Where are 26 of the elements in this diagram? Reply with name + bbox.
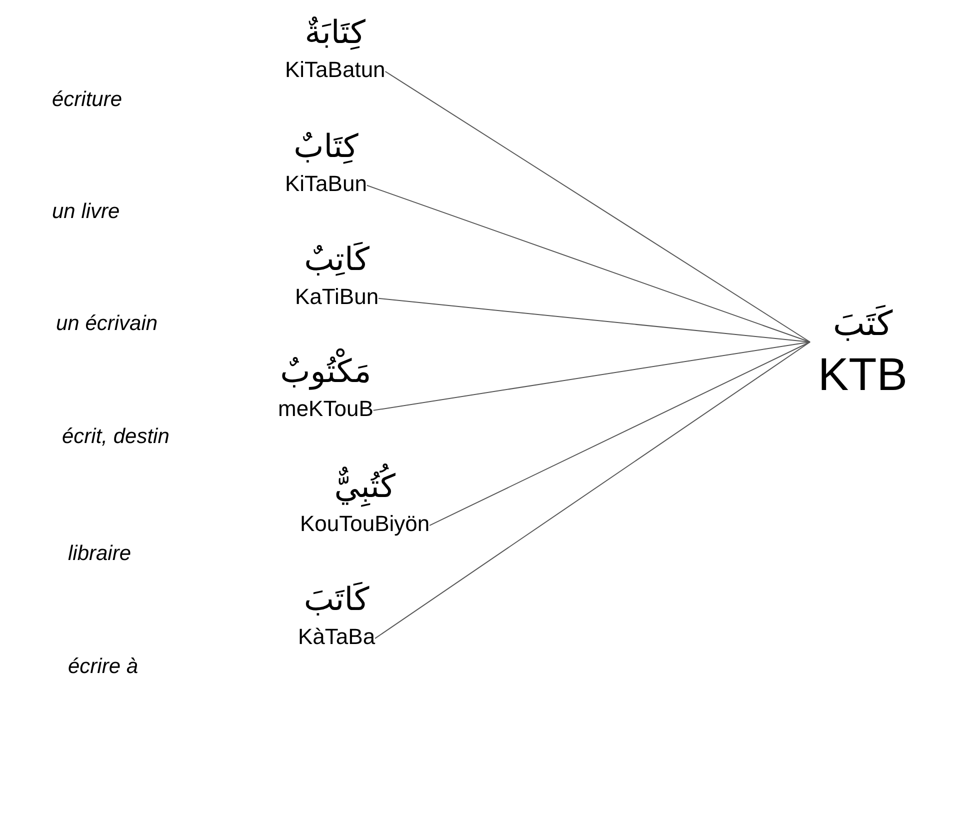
arabic-word: مَكْتُوبٌ xyxy=(278,347,374,395)
transliteration: KaTiBun xyxy=(295,283,379,311)
arabic-word: كَاتِبٌ xyxy=(303,239,370,280)
arabic-word: كِتَابَةٌ xyxy=(304,12,366,53)
transliteration: meKTouB xyxy=(278,395,374,423)
arabic-word: كِتَابٌ xyxy=(292,126,360,167)
connector-line xyxy=(378,298,810,342)
connector-line xyxy=(429,342,810,526)
transliteration: KouTouBiyön xyxy=(300,510,430,538)
meaning-text: écrire à xyxy=(68,655,138,679)
connector-line xyxy=(374,342,810,639)
meaning-text: un écrivain xyxy=(56,312,158,336)
connector-line xyxy=(366,184,810,342)
transliteration: KiTaBun xyxy=(285,170,367,198)
transliteration: KàTaBa xyxy=(298,623,376,651)
arabic-word: كَاتَبَ xyxy=(302,579,370,620)
meaning-text: écrit, destin xyxy=(62,425,170,449)
connector-line xyxy=(372,342,810,411)
meaning-text: écriture xyxy=(52,88,122,112)
arabic-word: كُتُبِيٌّ xyxy=(300,462,430,510)
meaning-text: un livre xyxy=(52,200,120,224)
transliteration: KTB xyxy=(818,348,908,400)
transliteration: KiTaBatun xyxy=(285,56,386,84)
meaning-text: libraire xyxy=(68,542,132,566)
connector-line xyxy=(384,70,810,342)
arabic-word: كَتَبَ xyxy=(832,303,894,346)
